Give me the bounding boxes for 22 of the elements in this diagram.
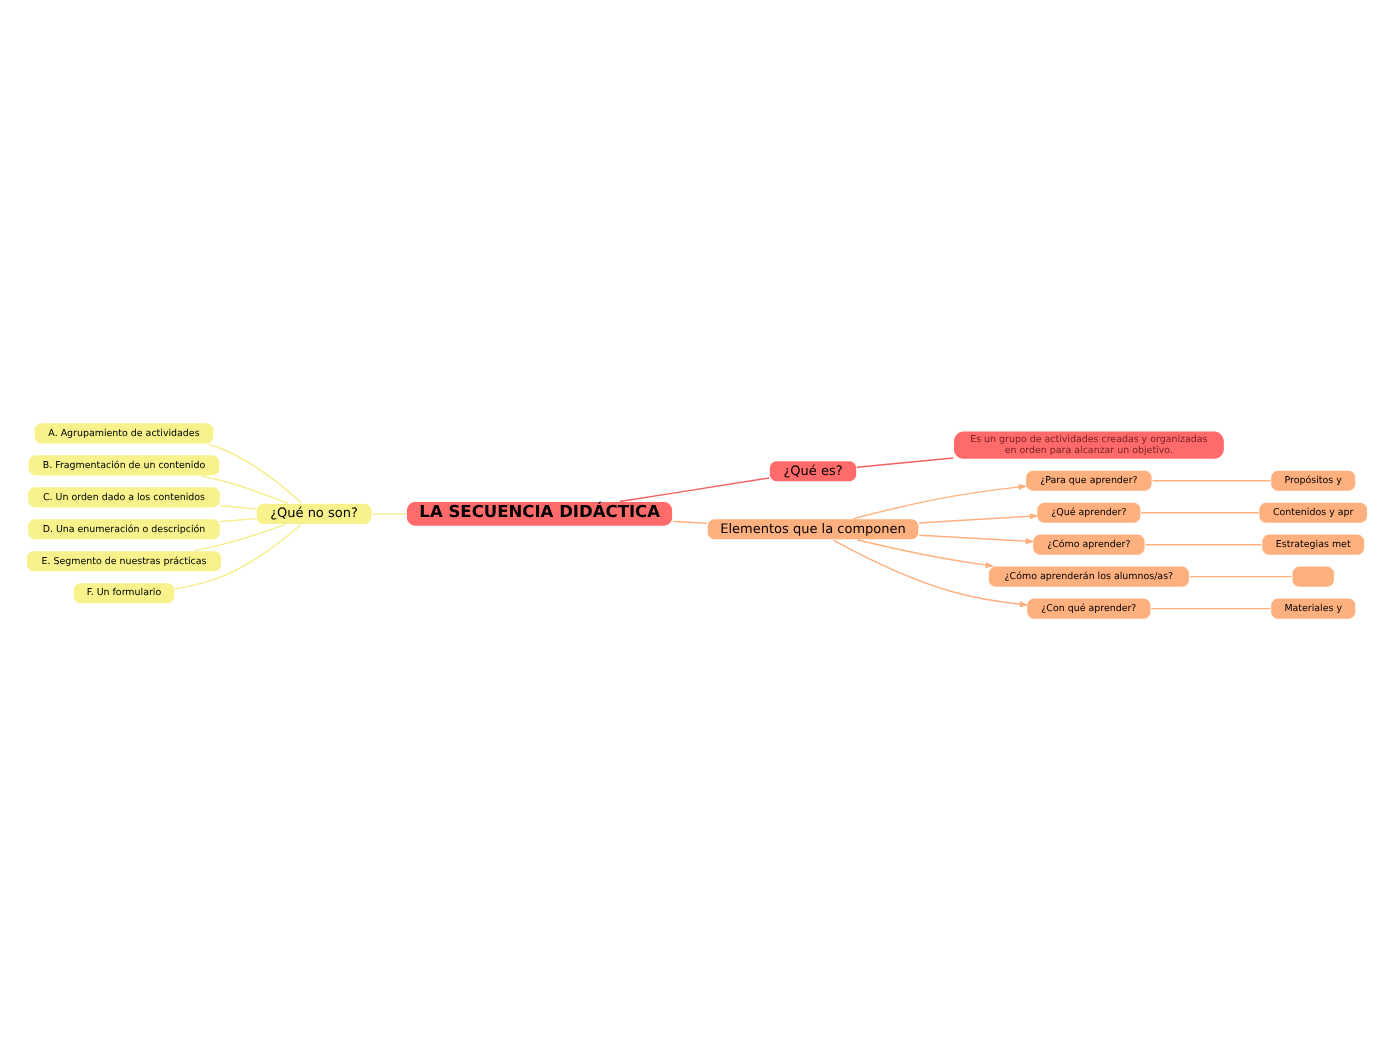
- arrow: [832, 538, 1029, 607]
- connector: [219, 504, 257, 509]
- arrow: [852, 483, 1028, 519]
- connector: [1150, 606, 1271, 609]
- connector: [856, 456, 954, 467]
- connector: [619, 476, 770, 502]
- node-box: [1291, 564, 1336, 587]
- connector: [672, 519, 708, 524]
- connector: [1140, 511, 1260, 513]
- connector: [207, 442, 303, 503]
- arrow: [918, 512, 1039, 523]
- connector: [1188, 574, 1293, 577]
- connector: [200, 474, 288, 503]
- connector: [1151, 479, 1272, 481]
- arrow: [856, 538, 995, 568]
- connector: [174, 523, 302, 589]
- node-box: LA SECUENCIA DIDÁCTICA: [405, 499, 674, 526]
- connector: [219, 516, 257, 522]
- connector: [1144, 542, 1263, 545]
- connector: [371, 512, 408, 514]
- arrow: [918, 533, 1035, 544]
- connector: [194, 522, 286, 551]
